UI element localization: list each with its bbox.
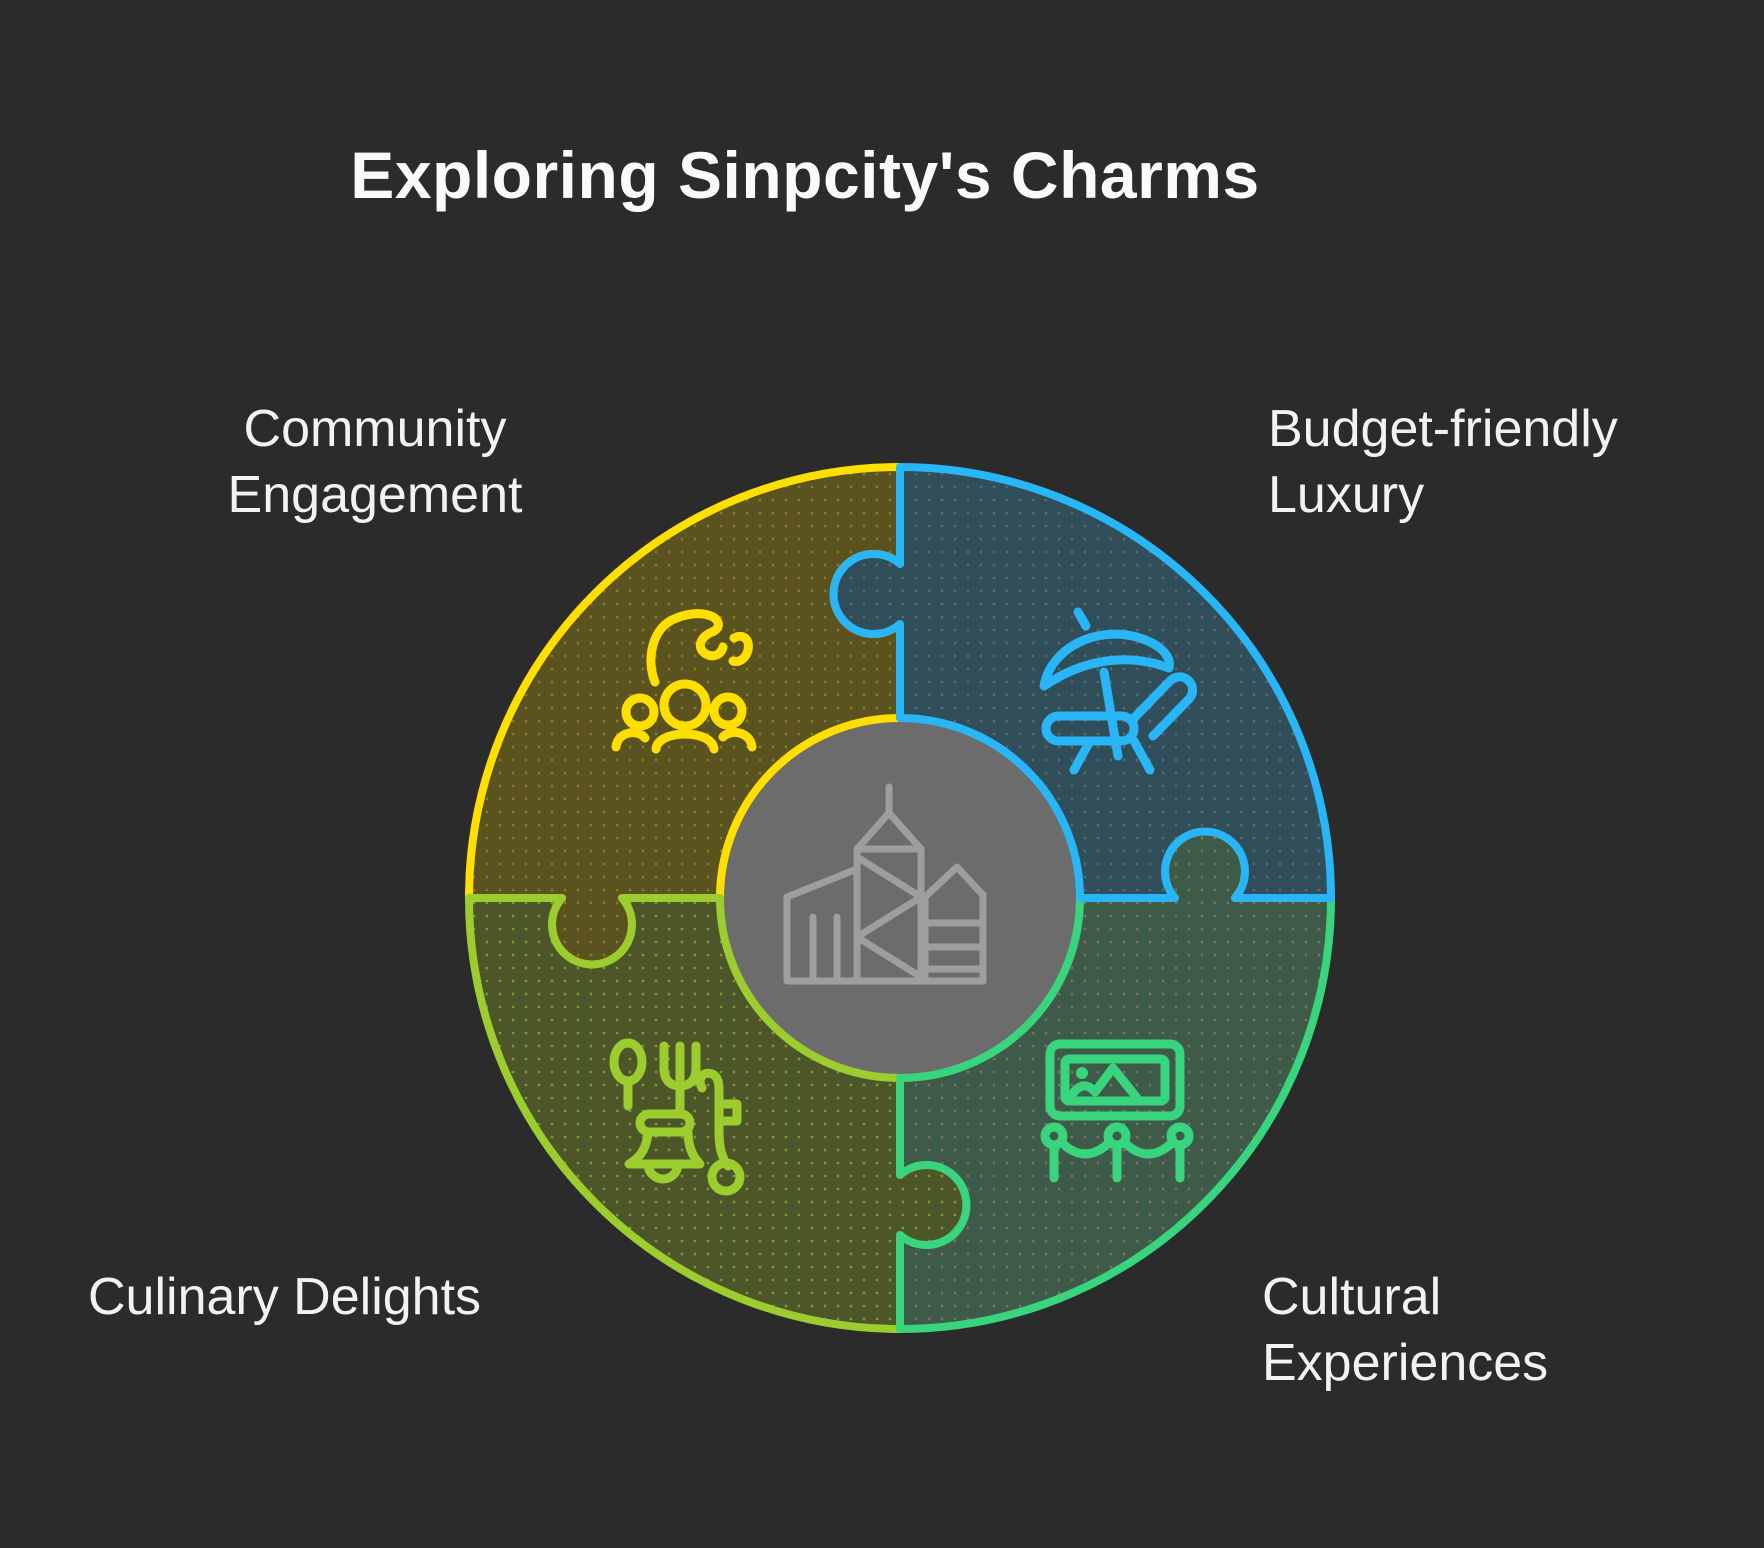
label-culinary-delights: Culinary Delights <box>88 1264 481 1330</box>
label-line: Experiences <box>1262 1334 1549 1392</box>
label-line: Cultural <box>1262 1268 1442 1326</box>
label-line: Engagement <box>227 466 523 524</box>
city-skyline-icon <box>783 783 987 985</box>
puzzle-piece-top-right <box>829 463 1335 902</box>
label-line: Culinary Delights <box>88 1268 482 1326</box>
label-budget-friendly-luxury: Budget-friendly Luxury <box>1268 396 1618 528</box>
label-line: Budget-friendly <box>1268 400 1618 458</box>
community-people-icon <box>611 609 757 754</box>
page-title: Exploring Sinpcity's Charms <box>350 138 1260 212</box>
label-line: Community <box>243 400 507 458</box>
label-community-engagement: Community Engagement <box>125 396 625 528</box>
center-circle <box>720 718 1080 1078</box>
label-cultural-experiences: Cultural Experiences <box>1262 1264 1548 1396</box>
food-scooter-icon <box>609 1038 745 1196</box>
museum-picture-icon <box>1040 1039 1194 1183</box>
beach-lounger-icon <box>1039 607 1198 775</box>
label-line: Luxury <box>1268 466 1425 524</box>
